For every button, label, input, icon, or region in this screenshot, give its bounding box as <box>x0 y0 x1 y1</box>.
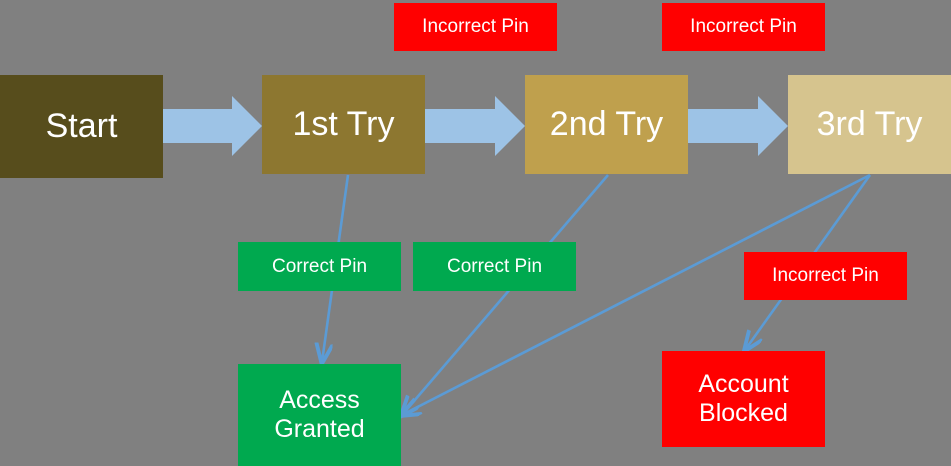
node-1st-try[interactable]: 1st Try <box>262 75 425 174</box>
block-arrow-try2-to-try3 <box>688 96 788 156</box>
edge-label-correct-pin-1[interactable]: Correct Pin <box>238 242 401 291</box>
node-access-granted-line1: Access <box>279 385 360 414</box>
edge-label-correct-pin-2-text: Correct Pin <box>446 255 543 277</box>
edge-label-incorrect-pin-3[interactable]: Incorrect Pin <box>744 252 907 300</box>
node-start[interactable]: Start <box>0 75 163 178</box>
node-account-blocked-line2: Blocked <box>699 399 788 427</box>
edge-label-incorrect-pin-1-text: Incorrect Pin <box>422 16 529 37</box>
edge-label-incorrect-pin-1[interactable]: Incorrect Pin <box>394 3 557 51</box>
node-3rd-try-label: 3rd Try <box>816 105 923 144</box>
edge-label-incorrect-pin-3-text: Incorrect Pin <box>772 265 879 286</box>
node-access-granted[interactable]: Access Granted <box>238 364 401 466</box>
connector-try2-to-access-granted <box>402 174 609 415</box>
node-start-label: Start <box>45 107 118 146</box>
block-arrow-start-to-try1 <box>163 96 262 156</box>
node-access-granted-line2: Granted <box>274 415 365 443</box>
edge-label-incorrect-pin-2-text: Incorrect Pin <box>690 16 797 37</box>
node-2nd-try[interactable]: 2nd Try <box>525 75 688 174</box>
edge-label-correct-pin-2[interactable]: Correct Pin <box>413 242 576 291</box>
node-account-blocked[interactable]: Account Blocked <box>662 351 825 447</box>
block-arrow-try1-to-try2 <box>425 96 525 156</box>
edge-label-incorrect-pin-2[interactable]: Incorrect Pin <box>662 3 825 51</box>
node-account-blocked-line1: Account <box>698 369 789 398</box>
node-3rd-try[interactable]: 3rd Try <box>788 75 951 174</box>
node-1st-try-label: 1st Try <box>292 105 395 144</box>
edge-label-correct-pin-1-text: Correct Pin <box>271 255 368 277</box>
node-2nd-try-label: 2nd Try <box>549 105 664 144</box>
